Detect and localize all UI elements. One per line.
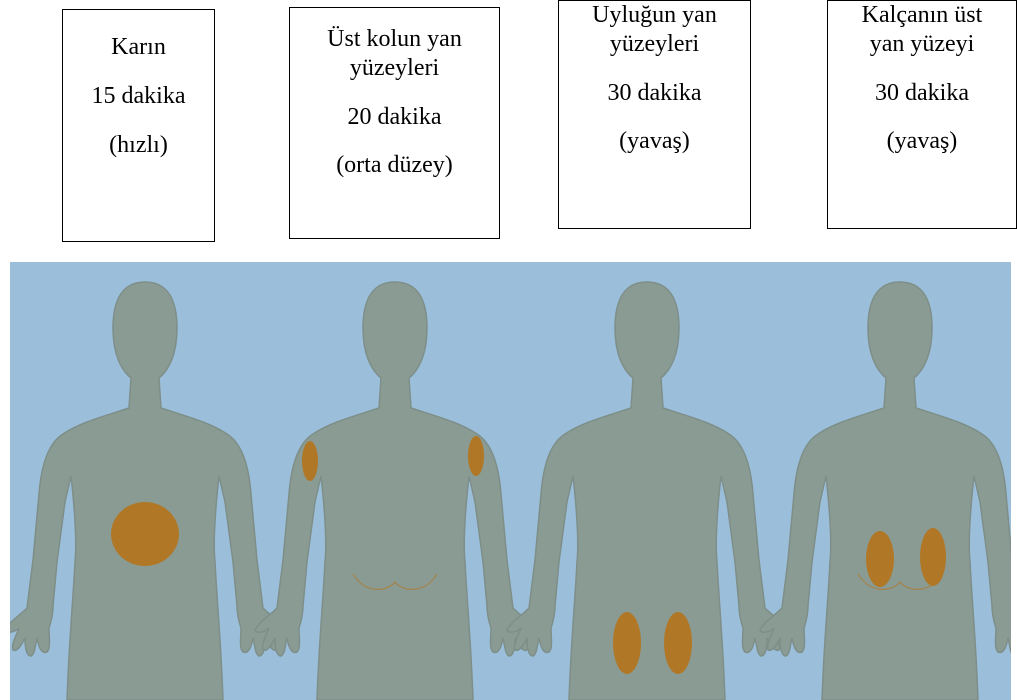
- site-box-abdomen: Karın 15 dakika (hızlı): [62, 9, 215, 242]
- body-figures-panel: [10, 262, 1011, 700]
- body-silhouette: [760, 282, 1011, 700]
- injection-area-left-thigh: [613, 612, 641, 674]
- injection-area-abdomen: [111, 502, 179, 566]
- site-name-line2: yan yüzeyi: [828, 30, 1016, 59]
- body-silhouette: [255, 282, 535, 700]
- site-time: 15 dakika: [63, 82, 214, 111]
- site-name-line1: Kalçanın üst: [828, 1, 1016, 30]
- site-box-upper-arm: Üst kolun yan yüzeyleri 20 dakika (orta …: [289, 7, 500, 239]
- site-name: Karın: [63, 33, 214, 62]
- injection-area-left-upper-arm: [302, 441, 318, 481]
- body-silhouette: [10, 282, 285, 700]
- injection-area-right-hip: [920, 528, 946, 586]
- figure-back-hip: [760, 282, 1011, 700]
- site-speed: (orta düzey): [290, 151, 499, 180]
- site-name-line2: yüzeyleri: [559, 30, 750, 59]
- figure-back-thigh: [507, 282, 787, 700]
- site-box-hip: Kalçanın üst yan yüzeyi 30 dakika (yavaş…: [827, 0, 1017, 229]
- figure-front-abdomen: [10, 282, 285, 700]
- injection-area-right-thigh: [664, 612, 692, 674]
- injection-area-left-hip: [866, 531, 894, 587]
- site-speed: (hızlı): [63, 131, 214, 160]
- figure-back-upper-arm: [255, 282, 535, 700]
- site-time: 30 dakika: [828, 79, 1016, 108]
- body-silhouette: [507, 282, 787, 700]
- site-name-line1: Uyluğun yan: [559, 1, 750, 30]
- site-speed: (yavaş): [559, 127, 750, 156]
- site-name-line2: yüzeyleri: [290, 54, 499, 83]
- injection-area-right-upper-arm: [468, 436, 484, 476]
- site-box-thigh: Uyluğun yan yüzeyleri 30 dakika (yavaş): [558, 0, 751, 229]
- site-name-line1: Üst kolun yan: [290, 25, 499, 54]
- site-time: 30 dakika: [559, 79, 750, 108]
- body-figures: [10, 262, 1011, 700]
- site-time: 20 dakika: [290, 103, 499, 132]
- site-speed: (yavaş): [828, 127, 1016, 156]
